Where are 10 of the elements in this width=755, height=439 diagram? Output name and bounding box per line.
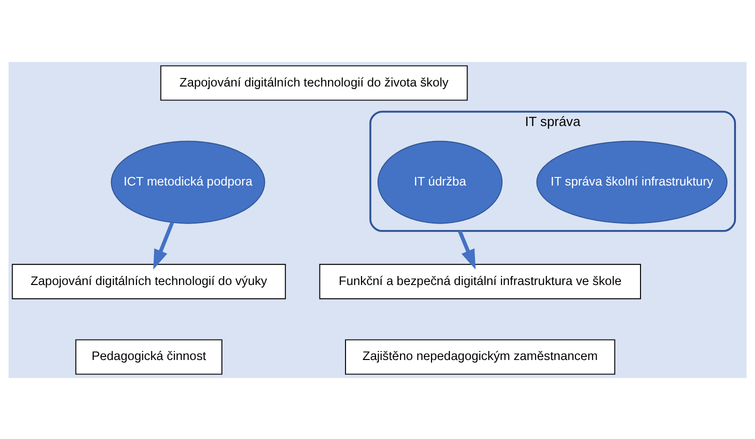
- arrow: [458, 230, 476, 270]
- node-box: Pedagogická činnost: [75, 338, 222, 374]
- node-box: Funkční a bezpečná digitální infrastruktura ve škole: [319, 263, 641, 299]
- node-box: Zapojování digitálních technologií do výuky: [12, 263, 286, 299]
- node-ellipse: ICT metodická podpora: [110, 140, 266, 224]
- node-box: Zajištěno nepedagogickým zaměstnancem: [345, 338, 616, 374]
- arrow: [153, 221, 174, 270]
- node-box: Zapojování digitálních technologií do života školy: [160, 64, 468, 100]
- node-ellipse: IT údržba: [378, 140, 503, 224]
- node-ellipse: IT správa školní infrastruktury: [536, 140, 728, 224]
